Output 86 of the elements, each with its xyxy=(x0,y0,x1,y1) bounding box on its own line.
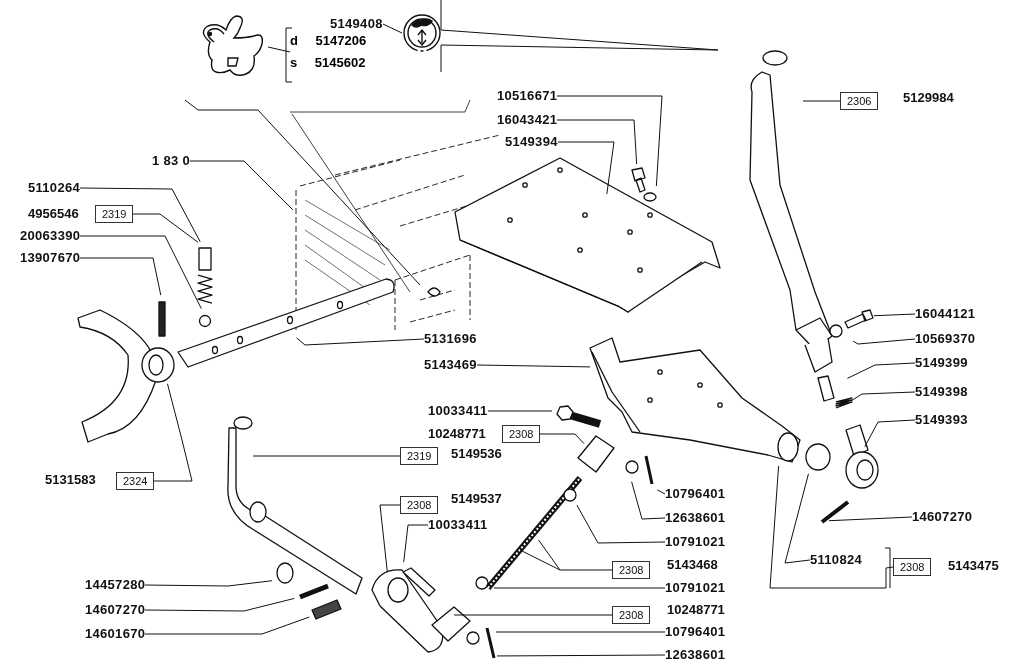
reference-number-box: 2319 xyxy=(95,205,134,223)
leader-line xyxy=(493,549,666,589)
leader-line xyxy=(79,257,162,296)
leader-line xyxy=(252,455,401,457)
reference-number-box: 2319 xyxy=(400,447,439,465)
reference-number-box: 2306 xyxy=(840,92,879,110)
leader-line xyxy=(656,489,666,495)
part-number: 5131696 xyxy=(424,331,477,347)
part-number: 20063390 xyxy=(20,228,81,244)
leader-line xyxy=(132,213,199,243)
leader-line xyxy=(453,614,613,616)
leader-line xyxy=(189,160,294,211)
part-number: 5131583 xyxy=(45,472,96,488)
part-number: 10033411 xyxy=(428,403,488,419)
part-number: 5149398 xyxy=(915,384,968,400)
reference-number-box: 2308 xyxy=(502,425,541,443)
reference-number-box: 2308 xyxy=(893,558,932,576)
part-number: 14607270 xyxy=(912,509,973,525)
reference-number-box: 2308 xyxy=(400,496,439,514)
part-number: 5149537 xyxy=(451,491,502,507)
part-number: 5110264 xyxy=(28,180,80,196)
part-number: 13907670 xyxy=(20,250,81,266)
part-number: 5149394 xyxy=(505,134,558,150)
leader-line xyxy=(79,235,202,310)
part-number: 12638601 xyxy=(665,647,726,663)
leader-line xyxy=(144,580,273,587)
leader-line xyxy=(79,187,201,243)
reference-number-box: 2324 xyxy=(116,472,155,490)
part-number: 1 83 0 xyxy=(152,153,190,169)
leader-line xyxy=(631,481,666,520)
leader-line xyxy=(846,362,916,379)
part-number: 10033411 xyxy=(428,517,488,533)
part-number: 16044121 xyxy=(915,306,976,322)
leader-line xyxy=(828,516,913,522)
part-number: 5149408 xyxy=(330,16,383,32)
part-number: 14601670 xyxy=(85,626,146,642)
leader-line xyxy=(576,504,666,544)
part-number: 14457280 xyxy=(85,577,146,593)
part-number: d 5147206 xyxy=(290,32,367,50)
leader-line xyxy=(802,100,841,102)
part-number: 5149393 xyxy=(915,412,968,428)
part-number: 10796401 xyxy=(665,624,726,640)
part-number: 5129984 xyxy=(903,90,954,106)
leader-line xyxy=(769,465,894,589)
leader-line xyxy=(496,654,666,657)
leader-line xyxy=(403,524,429,563)
part-number: 10248771 xyxy=(428,426,486,442)
part-number: 10791021 xyxy=(665,580,726,596)
part-number: 5149399 xyxy=(915,355,968,371)
leader-line xyxy=(556,95,663,187)
part-number: 5149536 xyxy=(451,446,502,462)
leader-line xyxy=(296,337,425,346)
part-number: 10791021 xyxy=(665,534,726,550)
leader-line xyxy=(495,631,666,633)
leader-line xyxy=(852,338,916,345)
part-number: 5143468 xyxy=(667,557,718,573)
leader-line xyxy=(850,391,916,402)
part-number: 12638601 xyxy=(665,510,726,526)
part-number: 4956546 xyxy=(28,206,79,222)
leader-line xyxy=(153,383,193,482)
reference-number-box: 2308 xyxy=(612,561,651,579)
leader-line xyxy=(476,364,591,368)
part-number: 5143469 xyxy=(424,357,477,373)
leader-line xyxy=(873,313,916,317)
part-number: 14607270 xyxy=(85,602,146,618)
reference-number-box: 2308 xyxy=(612,606,651,624)
leader-line xyxy=(556,119,638,165)
part-number: 10516671 xyxy=(497,88,558,104)
part-number: 10796401 xyxy=(665,486,726,502)
part-number: 10569370 xyxy=(915,331,976,347)
leader-line xyxy=(538,539,613,571)
leader-line xyxy=(557,141,615,195)
leader-line xyxy=(144,616,310,635)
leader-line xyxy=(382,23,403,34)
part-number: 5143475 xyxy=(948,558,999,574)
part-number: 16043421 xyxy=(497,112,558,128)
leader-line xyxy=(784,473,811,564)
part-number: s 5145602 xyxy=(290,54,367,72)
leader-line xyxy=(539,433,585,445)
leader-line xyxy=(267,46,291,53)
leader-line xyxy=(144,597,295,612)
part-number: 5110824 xyxy=(810,552,862,568)
leader-line xyxy=(487,410,553,412)
leader-line xyxy=(379,504,401,573)
leader-line xyxy=(864,419,916,448)
part-number: 10248771 xyxy=(667,602,725,618)
